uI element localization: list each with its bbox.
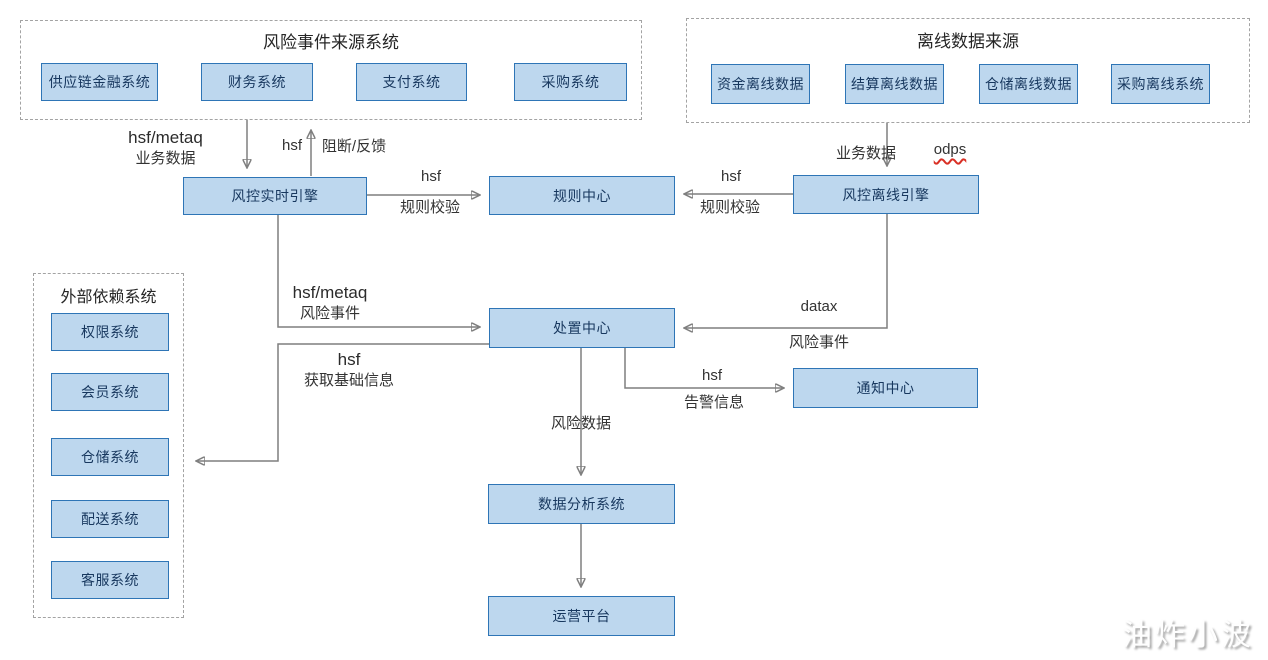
label-offline-business-data: 业务数据 [835, 145, 896, 162]
node-notify-center: 通知中心 [793, 368, 978, 408]
label-risk-data: 风险数据 [550, 415, 611, 432]
node-finance-system: 财务系统 [201, 63, 313, 101]
node-procurement-offline-system: 采购离线系统 [1111, 64, 1210, 104]
node-delivery-system: 配送系统 [51, 500, 169, 538]
label-datax: datax [800, 298, 838, 315]
node-member-system: 会员系统 [51, 373, 169, 411]
node-customer-service-system: 客服系统 [51, 561, 169, 599]
label-odps: odps [933, 141, 967, 158]
label-fetch-base-info: hsf 获取基础信息 [295, 350, 403, 391]
label-risk-event-realtime: hsf/metaq 风险事件 [284, 283, 376, 324]
label-risk-event-realtime-text: 风险事件 [299, 305, 360, 322]
node-funds-offline-data: 资金离线数据 [711, 64, 810, 104]
node-offline-risk-engine: 风控离线引擎 [793, 175, 979, 214]
label-risk-event-realtime-protocol: hsf/metaq [292, 283, 368, 302]
node-procurement-system: 采购系统 [514, 63, 627, 101]
label-alert-info-text: 告警信息 [683, 394, 744, 411]
label-business-data-in-text: 业务数据 [135, 150, 196, 167]
node-realtime-risk-engine: 风控实时引擎 [183, 177, 367, 215]
label-block-feedback-text: 阻断/反馈 [321, 138, 387, 155]
label-risk-event-offline-text: 风险事件 [788, 334, 849, 351]
group-offline-sources: 离线数据来源 资金离线数据 结算离线数据 仓储离线数据 采购离线系统 [686, 18, 1250, 123]
node-settlement-offline-data: 结算离线数据 [845, 64, 944, 104]
label-alert-info-protocol: hsf [701, 367, 722, 384]
label-block-feedback-protocol: hsf [281, 137, 302, 154]
node-permission-system: 权限系统 [51, 313, 169, 351]
group-external-deps-title: 外部依赖系统 [60, 289, 157, 306]
label-offline-rule-check-text: 规则校验 [699, 199, 760, 216]
label-fetch-base-info-protocol: hsf [337, 350, 361, 369]
node-rule-center: 规则中心 [489, 176, 675, 215]
label-business-data-in: hsf/metaq 业务数据 [113, 128, 218, 169]
label-realtime-rule-check-protocol: hsf [420, 168, 441, 185]
group-event-sources-title: 风险事件来源系统 [263, 33, 399, 52]
node-supply-chain-finance-system: 供应链金融系统 [41, 63, 158, 101]
group-external-deps: 外部依赖系统 权限系统 会员系统 仓储系统 配送系统 客服系统 [33, 273, 184, 618]
node-payment-system: 支付系统 [356, 63, 467, 101]
label-fetch-base-info-text: 获取基础信息 [303, 372, 394, 389]
label-business-data-in-protocol: hsf/metaq [128, 128, 203, 147]
node-ops-platform: 运营平台 [488, 596, 675, 636]
node-data-analysis-system: 数据分析系统 [488, 484, 675, 524]
node-disposal-center: 处置中心 [489, 308, 675, 348]
label-offline-rule-check-protocol: hsf [720, 168, 741, 185]
node-warehouse-offline-data: 仓储离线数据 [979, 64, 1078, 104]
watermark: 油炸小波 [1122, 619, 1254, 652]
group-offline-sources-title: 离线数据来源 [917, 32, 1019, 51]
label-realtime-rule-check-text: 规则校验 [399, 199, 460, 216]
node-warehouse-system: 仓储系统 [51, 438, 169, 476]
group-event-sources: 风险事件来源系统 供应链金融系统 财务系统 支付系统 采购系统 [20, 20, 642, 120]
